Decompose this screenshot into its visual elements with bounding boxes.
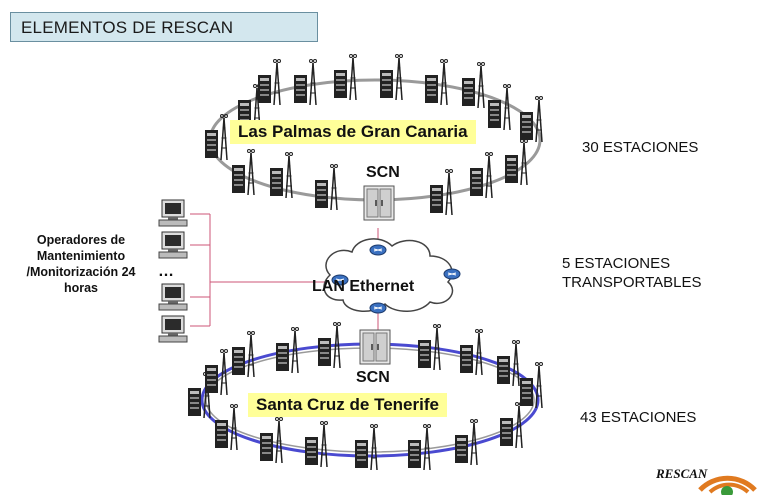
cloud-icon bbox=[323, 238, 454, 312]
bottom-stations-count: 43 ESTACIONES bbox=[580, 409, 697, 426]
router-icon bbox=[369, 244, 387, 256]
computer-icon bbox=[158, 283, 188, 311]
logo-text: RESCAN bbox=[655, 466, 708, 481]
lan-label: LAN Ethernet bbox=[312, 278, 415, 295]
router-icon bbox=[369, 302, 387, 314]
top-network-label: Las Palmas de Gran Canaria bbox=[230, 120, 476, 144]
server-rack-icon bbox=[359, 329, 391, 365]
operator-links bbox=[190, 213, 325, 327]
computer-icon bbox=[158, 199, 188, 227]
page-title: ELEMENTOS DE RESCAN bbox=[10, 12, 318, 42]
top-stations-count: 30 ESTACIONES bbox=[582, 139, 699, 156]
operators-label: Operadores de Mantenimiento /Monitorizac… bbox=[26, 233, 136, 295]
router-icon bbox=[443, 268, 461, 280]
transportable-stations: 5 ESTACIONES TRANSPORTABLES bbox=[562, 255, 702, 291]
bottom-scn-label: SCN bbox=[356, 369, 390, 386]
rescan-logo: RESCAN bbox=[655, 466, 757, 495]
bottom-network-label: Santa Cruz de Tenerife bbox=[248, 393, 447, 417]
top-scn-label: SCN bbox=[366, 164, 400, 181]
computer-icon bbox=[158, 231, 188, 259]
server-rack-icon bbox=[363, 185, 395, 221]
computer-icon bbox=[158, 315, 188, 343]
operators-ellipsis: … bbox=[158, 263, 174, 280]
